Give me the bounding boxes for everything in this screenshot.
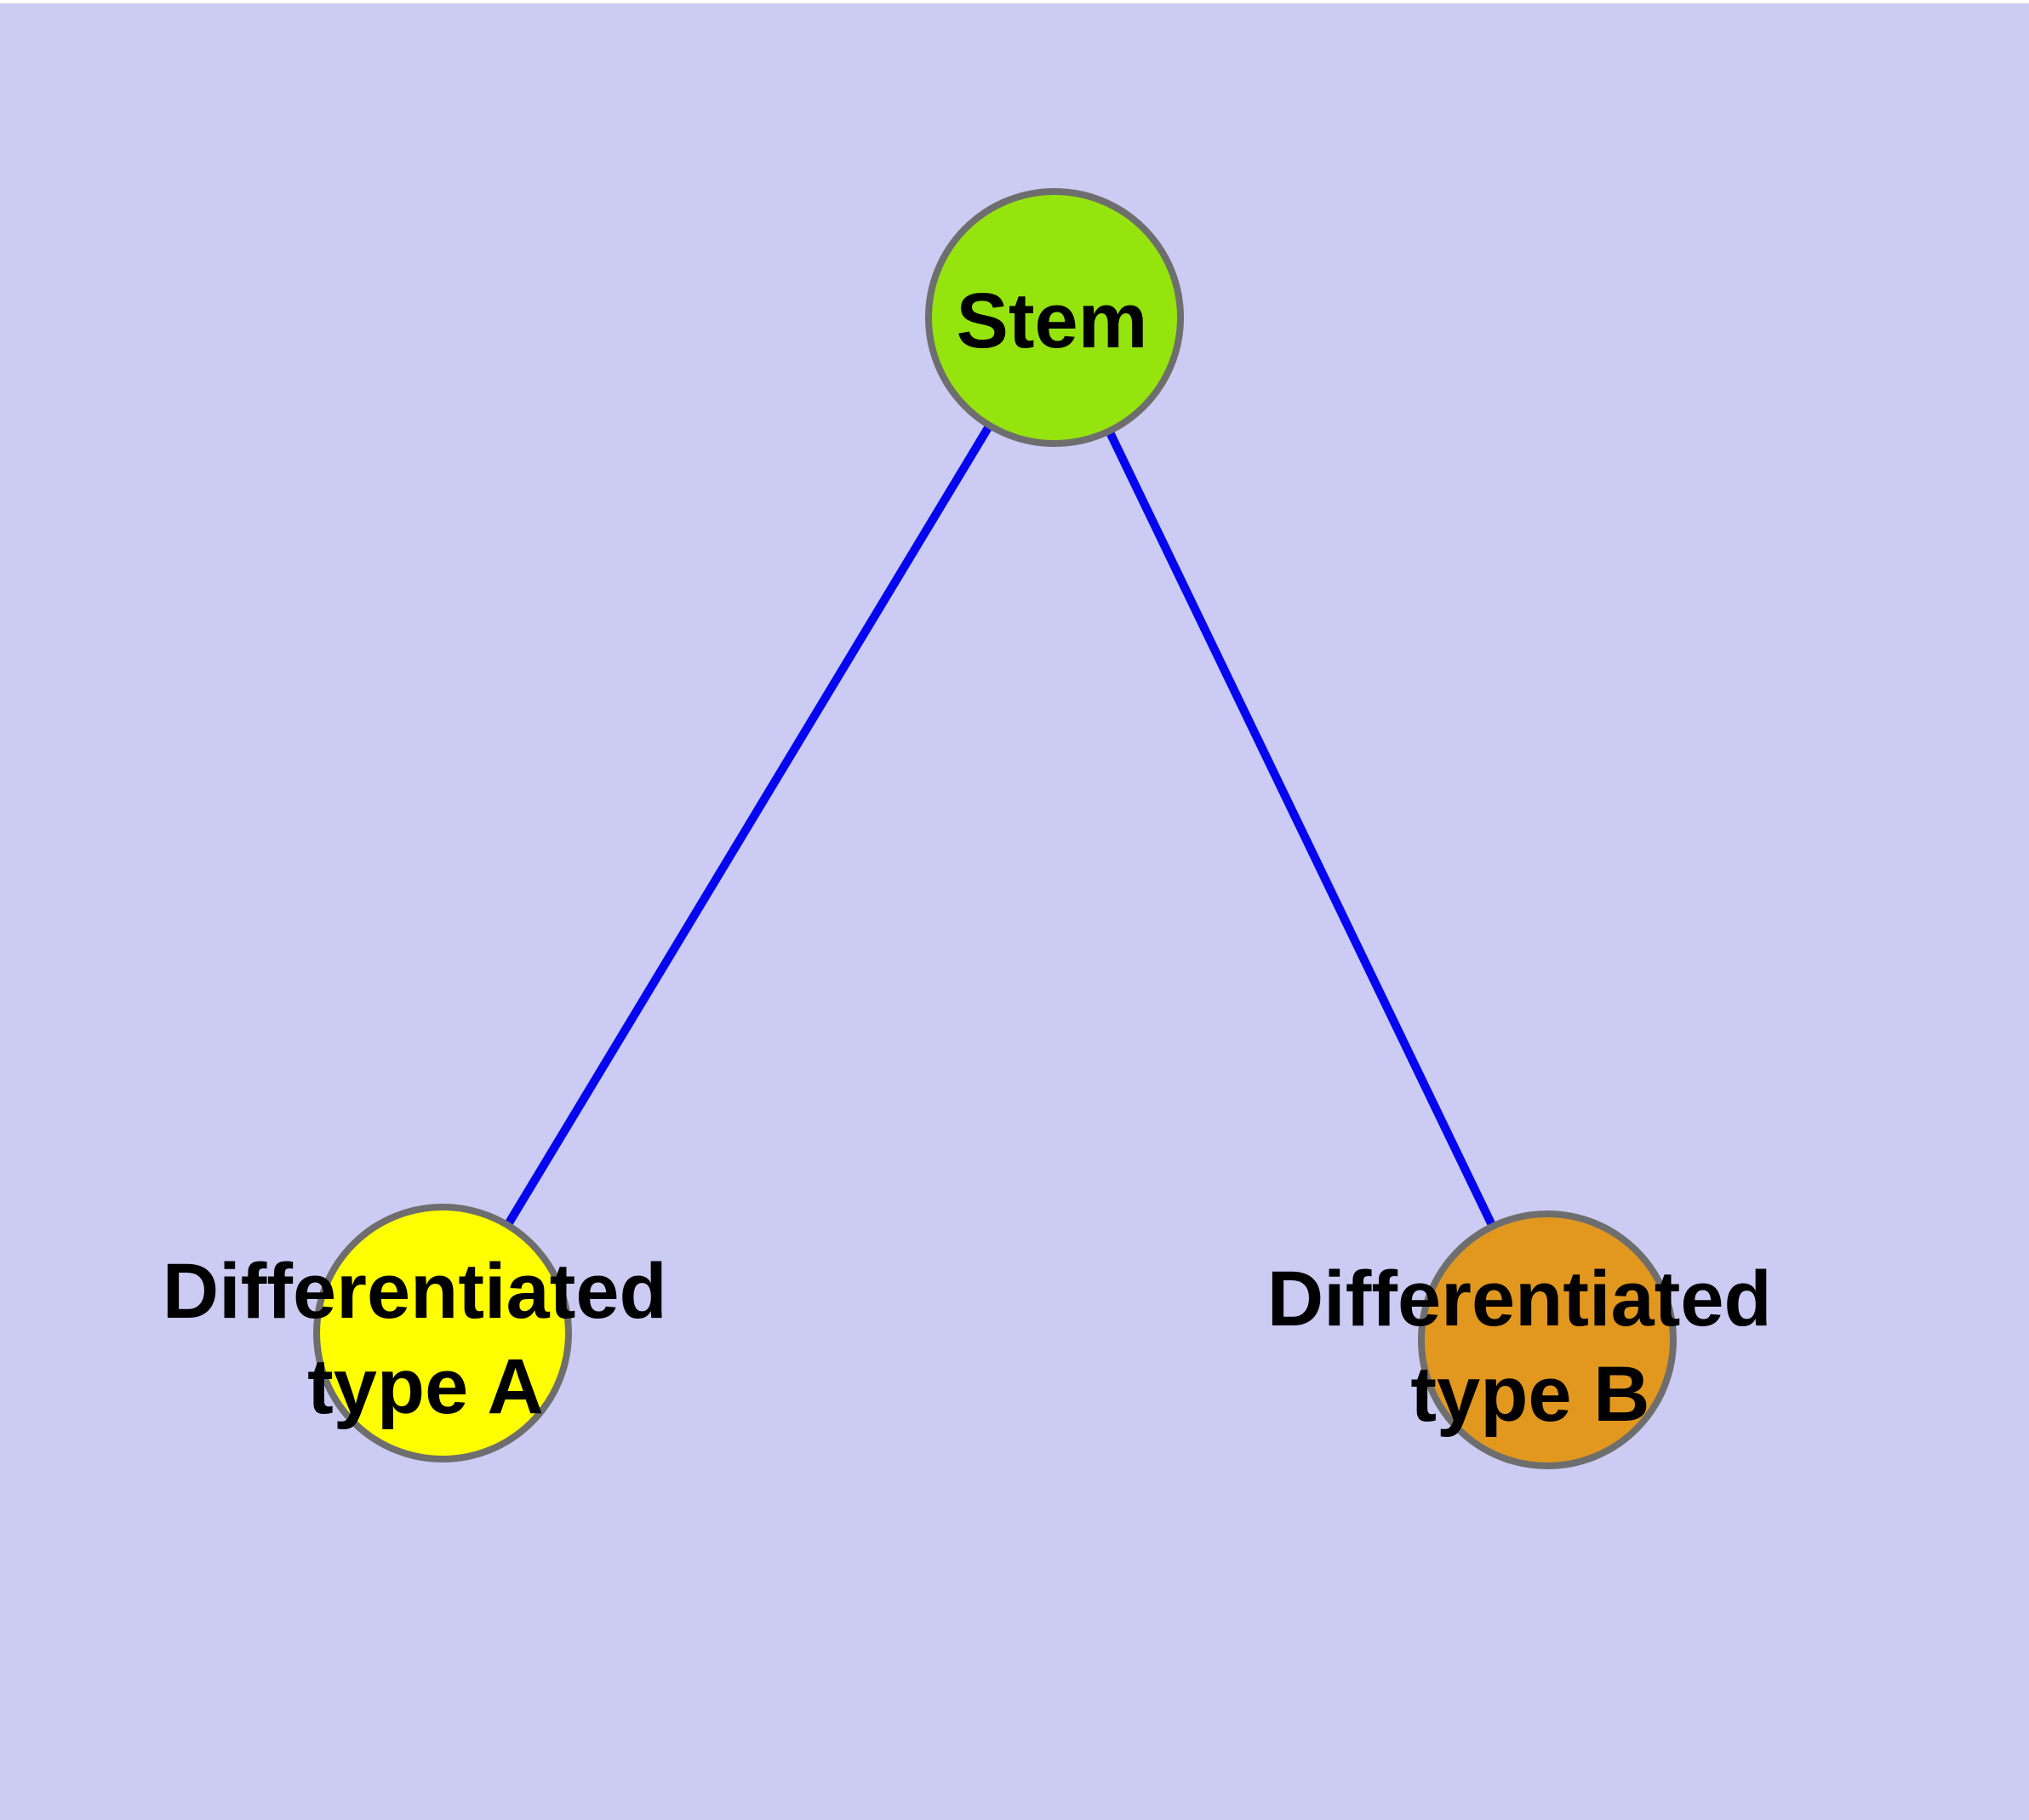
node-type-b-label-line-2: type B [1410,1351,1649,1438]
edge-stem-to-type-a [438,315,1059,1336]
node-type-b-label-line-1: Differentiated [1267,1256,1772,1342]
node-type-a-label-line-2: type A [307,1343,544,1430]
edge-stem-to-type-b [1050,315,1552,1342]
node-stem-label: Stem [957,278,1148,364]
node-type-b-label: Differentiated type B [1267,1256,1794,1438]
node-type-b-circle [1418,1210,1677,1469]
node-stem-circle [925,188,1184,447]
node-type-a-label: Differentiated type A [163,1248,689,1430]
node-stem-label-line: Stem [957,278,1148,364]
node-type-a-label-line-1: Differentiated [163,1248,667,1335]
node-type-a-circle [313,1204,572,1462]
